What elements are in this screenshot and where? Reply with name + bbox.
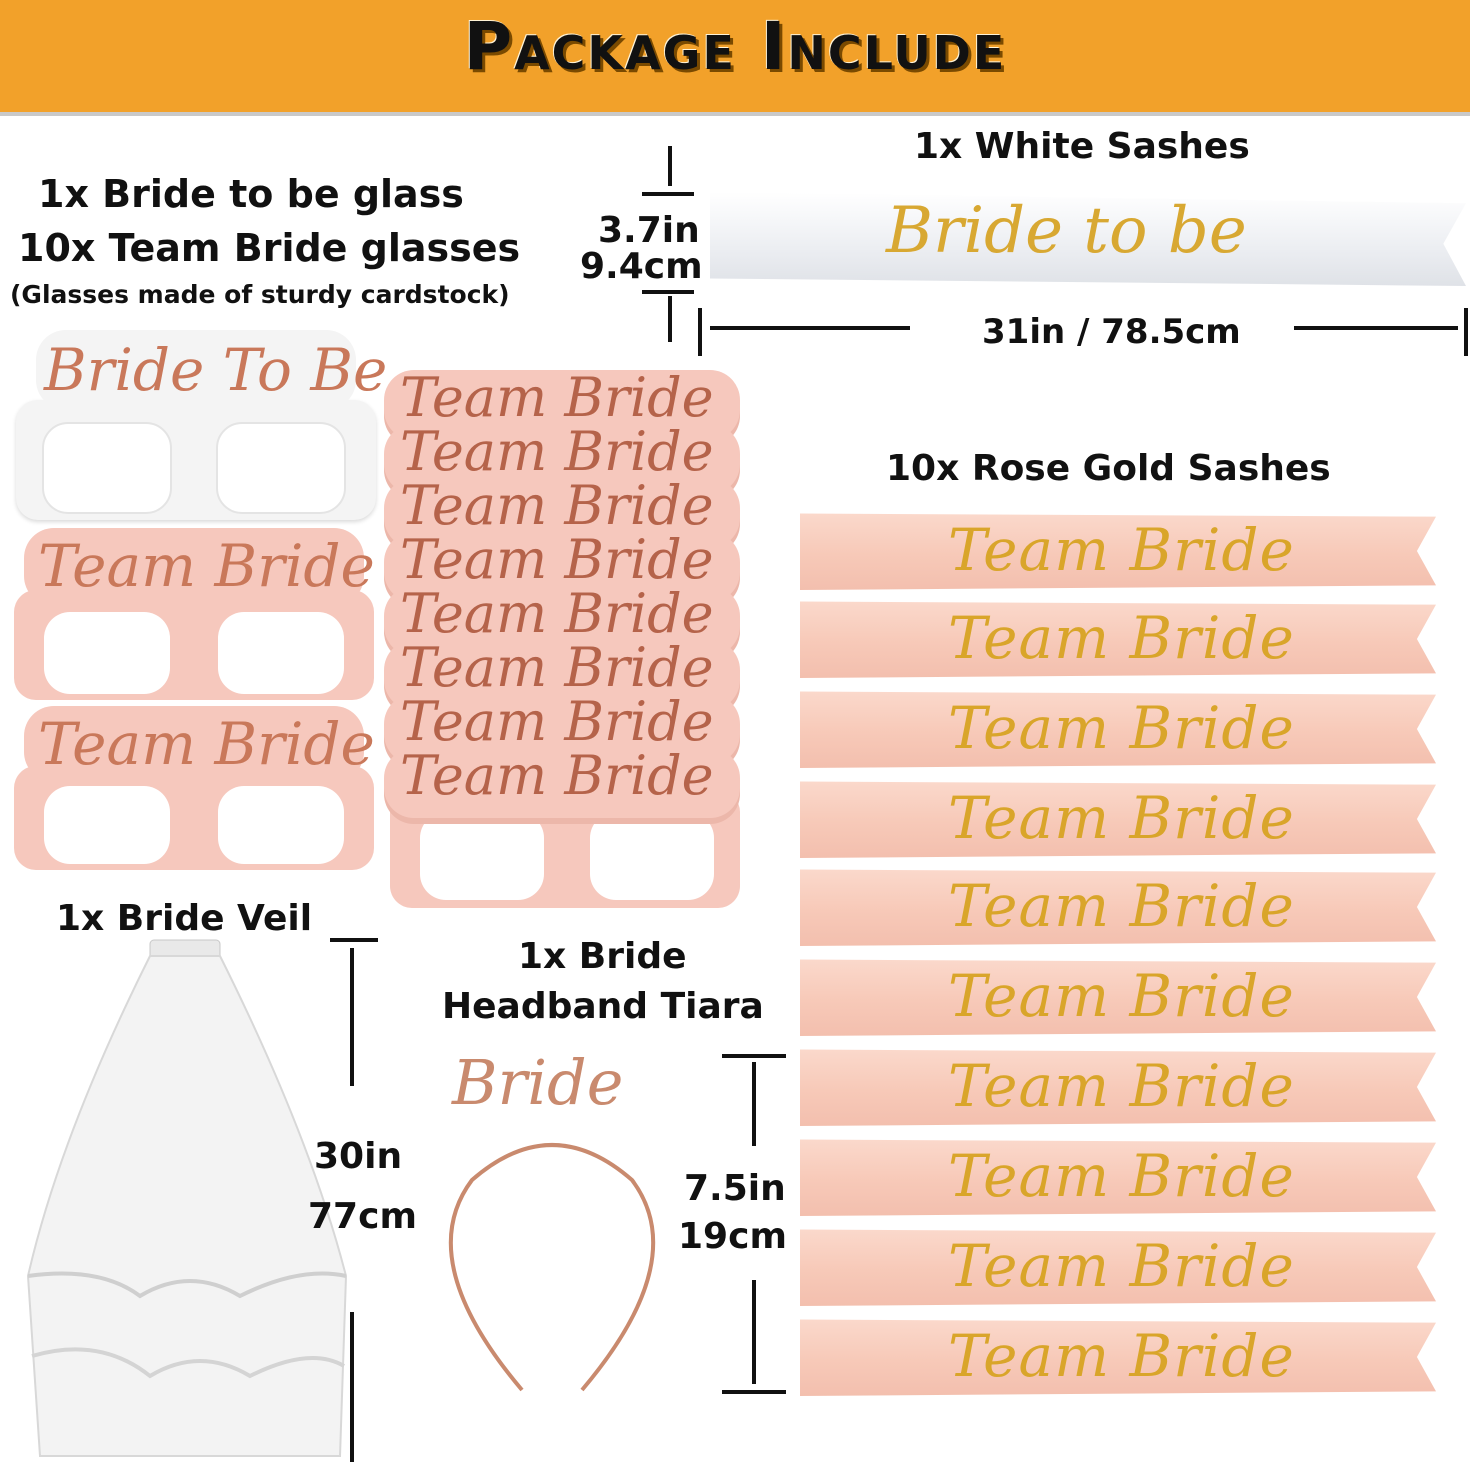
- team-glasses-text: Team Bride: [38, 710, 375, 778]
- white-sash: Bride to be: [710, 192, 1466, 286]
- rose-sash-text: Team Bride: [948, 872, 1295, 940]
- rose-sash: Team Bride: [800, 781, 1436, 858]
- bride-glasses-text: Bride To Be: [44, 336, 388, 404]
- rose-sash: Team Bride: [800, 1049, 1436, 1126]
- team-glasses-text: Team Bride: [400, 366, 714, 429]
- dimension-tick: [642, 290, 694, 294]
- tiara-label-line1: 1x Bride: [518, 936, 687, 977]
- dimension-tick: [722, 1054, 786, 1058]
- white-sash-width: 31in / 78.5cm: [982, 312, 1241, 352]
- rose-sash: Team Bride: [800, 513, 1436, 590]
- rose-sash-text: Team Bride: [948, 604, 1295, 672]
- team-glasses-text: Team Bride: [400, 636, 714, 699]
- rose-sash-text: Team Bride: [948, 1232, 1295, 1300]
- dimension-arrow: [350, 948, 354, 1086]
- team-glasses-text: Team Bride: [38, 532, 375, 600]
- tiara-text: Bride: [452, 1046, 624, 1119]
- bride-tiara: [448, 1143, 656, 1392]
- bride-veil: [26, 939, 348, 1457]
- dimension-arrow: [752, 1062, 756, 1146]
- dimension-arrow: [350, 1312, 354, 1462]
- rose-sash: Team Bride: [800, 1229, 1436, 1306]
- rose-sash: Team Bride: [800, 691, 1436, 768]
- page-title: Package Include: [463, 8, 1007, 85]
- team-bride-glasses: Team Bride: [14, 700, 375, 870]
- dimension-tick: [722, 1390, 786, 1394]
- team-glasses-text: Team Bride: [400, 690, 714, 753]
- team-glasses-label: 10x Team Bride glasses: [18, 226, 521, 270]
- dimension-arrow: [752, 1280, 756, 1384]
- team-glasses-text: Team Bride: [400, 744, 714, 807]
- header-banner: [0, 0, 1470, 112]
- white-sash-label: 1x White Sashes: [914, 126, 1250, 167]
- dimension-arrow: [1294, 326, 1458, 330]
- bride-to-be-glasses: Bride To Be: [16, 330, 387, 520]
- veil-length-in: 30in: [314, 1136, 403, 1177]
- dimension-tick: [698, 308, 702, 356]
- bride-glass-label: 1x Bride to be glass: [38, 172, 464, 216]
- veil-length-cm: 77cm: [308, 1196, 417, 1237]
- rose-sash-height-in: 7.5in: [684, 1168, 786, 1209]
- team-glasses-text: Team Bride: [400, 528, 714, 591]
- rose-sash-text: Team Bride: [948, 516, 1295, 584]
- team-bride-glasses-stack: Team Bride Team Bride Team Bride Team Br…: [384, 360, 744, 910]
- white-sash-height-cm: 9.4cm: [580, 246, 703, 287]
- glasses-material-note: (Glasses made of sturdy cardstock): [10, 280, 510, 309]
- team-glasses-text: Team Bride: [400, 420, 714, 483]
- rose-sash-text: Team Bride: [948, 1142, 1295, 1210]
- rose-sashes-label: 10x Rose Gold Sashes: [886, 448, 1331, 489]
- rose-sash: Team Bride: [800, 959, 1436, 1036]
- tiara-label-line2: Headband Tiara: [442, 986, 764, 1027]
- dimension-arrow: [668, 296, 672, 342]
- rose-sash: Team Bride: [800, 601, 1436, 678]
- rose-sash: Team Bride: [800, 1319, 1436, 1396]
- rose-sash-height-cm: 19cm: [678, 1216, 787, 1257]
- banner-divider: [0, 112, 1470, 116]
- rose-sash: Team Bride: [800, 1139, 1436, 1216]
- white-sash-height-in: 3.7in: [598, 210, 700, 251]
- rose-sash-text: Team Bride: [948, 1322, 1295, 1390]
- rose-sash-text: Team Bride: [948, 1052, 1295, 1120]
- dimension-arrow: [710, 326, 910, 330]
- team-bride-glasses: Team Bride: [14, 520, 375, 700]
- rose-sash-text: Team Bride: [948, 694, 1295, 762]
- team-glasses-text: Team Bride: [400, 582, 714, 645]
- team-glasses-text: Team Bride: [400, 474, 714, 537]
- dimension-tick: [330, 938, 378, 942]
- rose-sash-text: Team Bride: [948, 784, 1295, 852]
- rose-sash: Team Bride: [800, 869, 1436, 946]
- dimension-tick: [1464, 308, 1468, 356]
- rose-sash-text: Team Bride: [948, 962, 1295, 1030]
- white-sash-text: Bride to be: [886, 194, 1247, 268]
- dimension-arrow: [668, 146, 672, 186]
- dimension-tick: [642, 192, 694, 196]
- veil-label: 1x Bride Veil: [56, 898, 313, 939]
